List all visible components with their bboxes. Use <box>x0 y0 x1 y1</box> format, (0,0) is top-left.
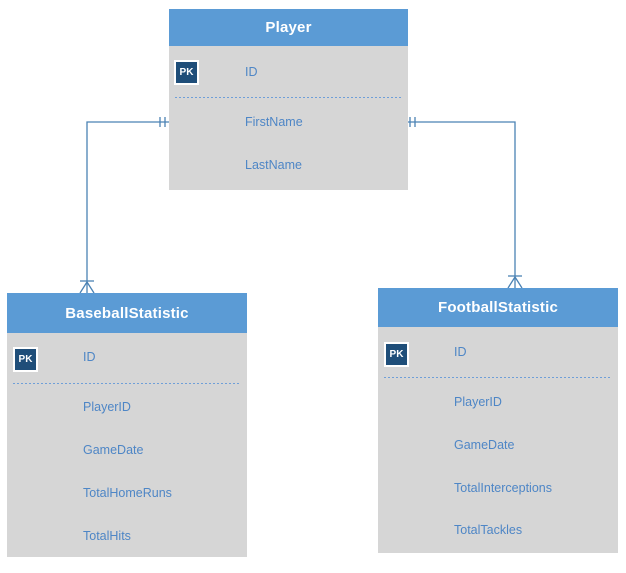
entity-player-body <box>169 46 408 190</box>
entity-footballstatistic-body <box>378 327 618 553</box>
connector-player-baseballstatistic[interactable] <box>79 117 171 294</box>
entity-title: Player <box>265 19 312 36</box>
entity-player-header: Player <box>169 9 408 46</box>
field-playerid: PlayerID <box>454 395 502 409</box>
entity-baseballstatistic-body <box>7 333 247 557</box>
one-and-only-one-notation <box>409 117 416 127</box>
entity-baseballstatistic[interactable]: BaseballStatistic PK ID PlayerID GameDat… <box>7 293 247 557</box>
entity-baseballstatistic-header: BaseballStatistic <box>7 293 247 333</box>
crow-foot-many-notation <box>79 280 95 294</box>
entity-player[interactable]: Player PK ID FirstName LastName <box>169 9 408 190</box>
field-gamedate: GameDate <box>83 443 144 457</box>
primary-key-badge: PK <box>13 347 38 372</box>
pk-separator <box>175 97 402 98</box>
field-id: ID <box>83 350 96 364</box>
entity-footballstatistic[interactable]: FootballStatistic PK ID PlayerID GameDat… <box>378 288 618 553</box>
entity-footballstatistic-header: FootballStatistic <box>378 288 618 327</box>
field-id: ID <box>454 345 467 359</box>
field-totalhits: TotalHits <box>83 529 131 543</box>
field-totalinterceptions: TotalInterceptions <box>454 481 552 495</box>
field-lastname: LastName <box>245 158 302 172</box>
field-gamedate: GameDate <box>454 438 515 452</box>
connector-line[interactable] <box>86 121 171 293</box>
pk-separator <box>384 377 612 378</box>
crow-foot-many-notation <box>507 275 523 289</box>
primary-key-badge: PK <box>174 60 199 85</box>
primary-key-badge: PK <box>384 342 409 367</box>
one-and-only-one-notation <box>159 117 166 127</box>
field-totaltackles: TotalTackles <box>454 523 523 537</box>
connector-player-footballstatistic[interactable] <box>406 117 523 289</box>
field-playerid: PlayerID <box>83 400 131 414</box>
field-firstname: FirstName <box>245 115 303 129</box>
connector-line[interactable] <box>406 121 516 288</box>
field-totalhomeruns: TotalHomeRuns <box>83 486 172 500</box>
pk-separator <box>13 383 241 384</box>
entity-title: FootballStatistic <box>437 299 559 316</box>
entity-title: BaseballStatistic <box>65 304 189 322</box>
field-id: ID <box>245 65 258 79</box>
